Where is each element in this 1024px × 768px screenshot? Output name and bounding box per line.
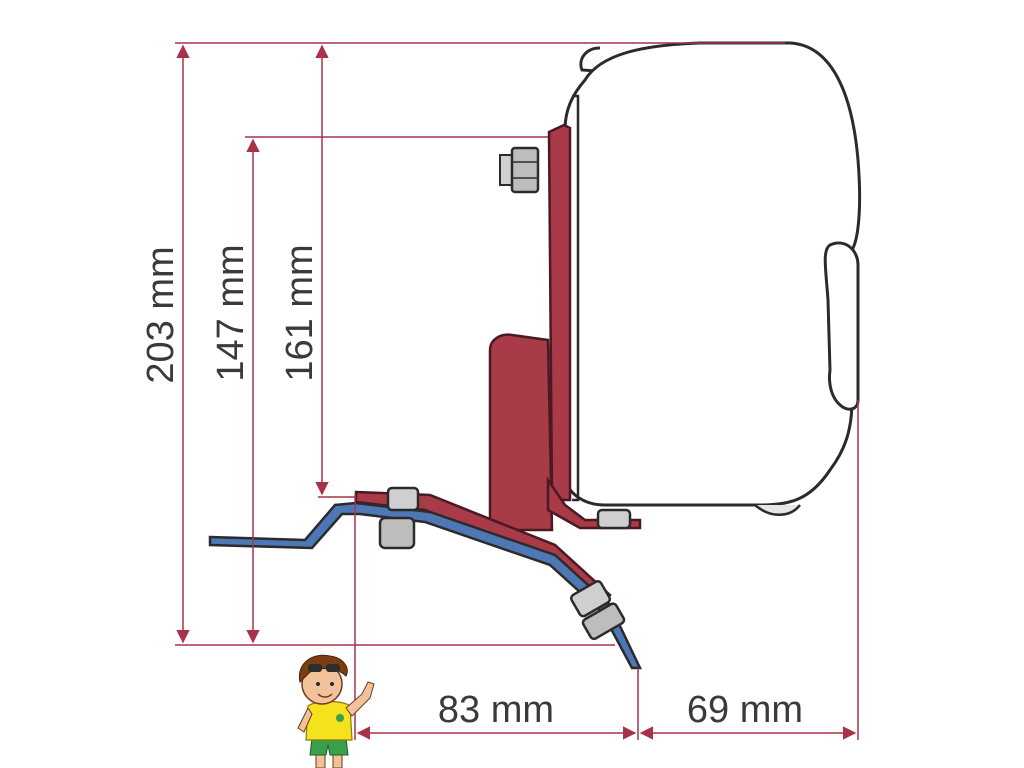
- awning-body: [563, 41, 862, 507]
- dimension-lines: [175, 42, 859, 740]
- awning-front-cover: [823, 241, 860, 411]
- hex-bolt-icon: [499, 146, 540, 194]
- awning-back-rail: [572, 94, 580, 502]
- awning-bottom-lip: [754, 504, 801, 516]
- bracket-foot: [546, 475, 642, 530]
- dim-label-69: 69 mm: [687, 689, 803, 731]
- dim-label-147: 147 mm: [210, 244, 252, 381]
- dim-label-161: 161 mm: [279, 244, 321, 381]
- cartoon-boy-pointing-icon: [297, 654, 375, 768]
- dim-label-83: 83 mm: [438, 689, 554, 731]
- hex-bolt-icon: [596, 508, 632, 530]
- hex-bolt-icon: [378, 486, 420, 550]
- bracket-vertical-plate: [547, 123, 572, 502]
- awning-housing: [563, 41, 862, 516]
- mounting-bracket: [354, 123, 642, 605]
- hex-bolt-icon: [569, 580, 626, 641]
- vehicle-rail: [208, 501, 642, 670]
- bracket-gusset: [488, 333, 554, 532]
- awning-top-hook: [579, 46, 611, 74]
- dim-label-203: 203 mm: [140, 246, 182, 383]
